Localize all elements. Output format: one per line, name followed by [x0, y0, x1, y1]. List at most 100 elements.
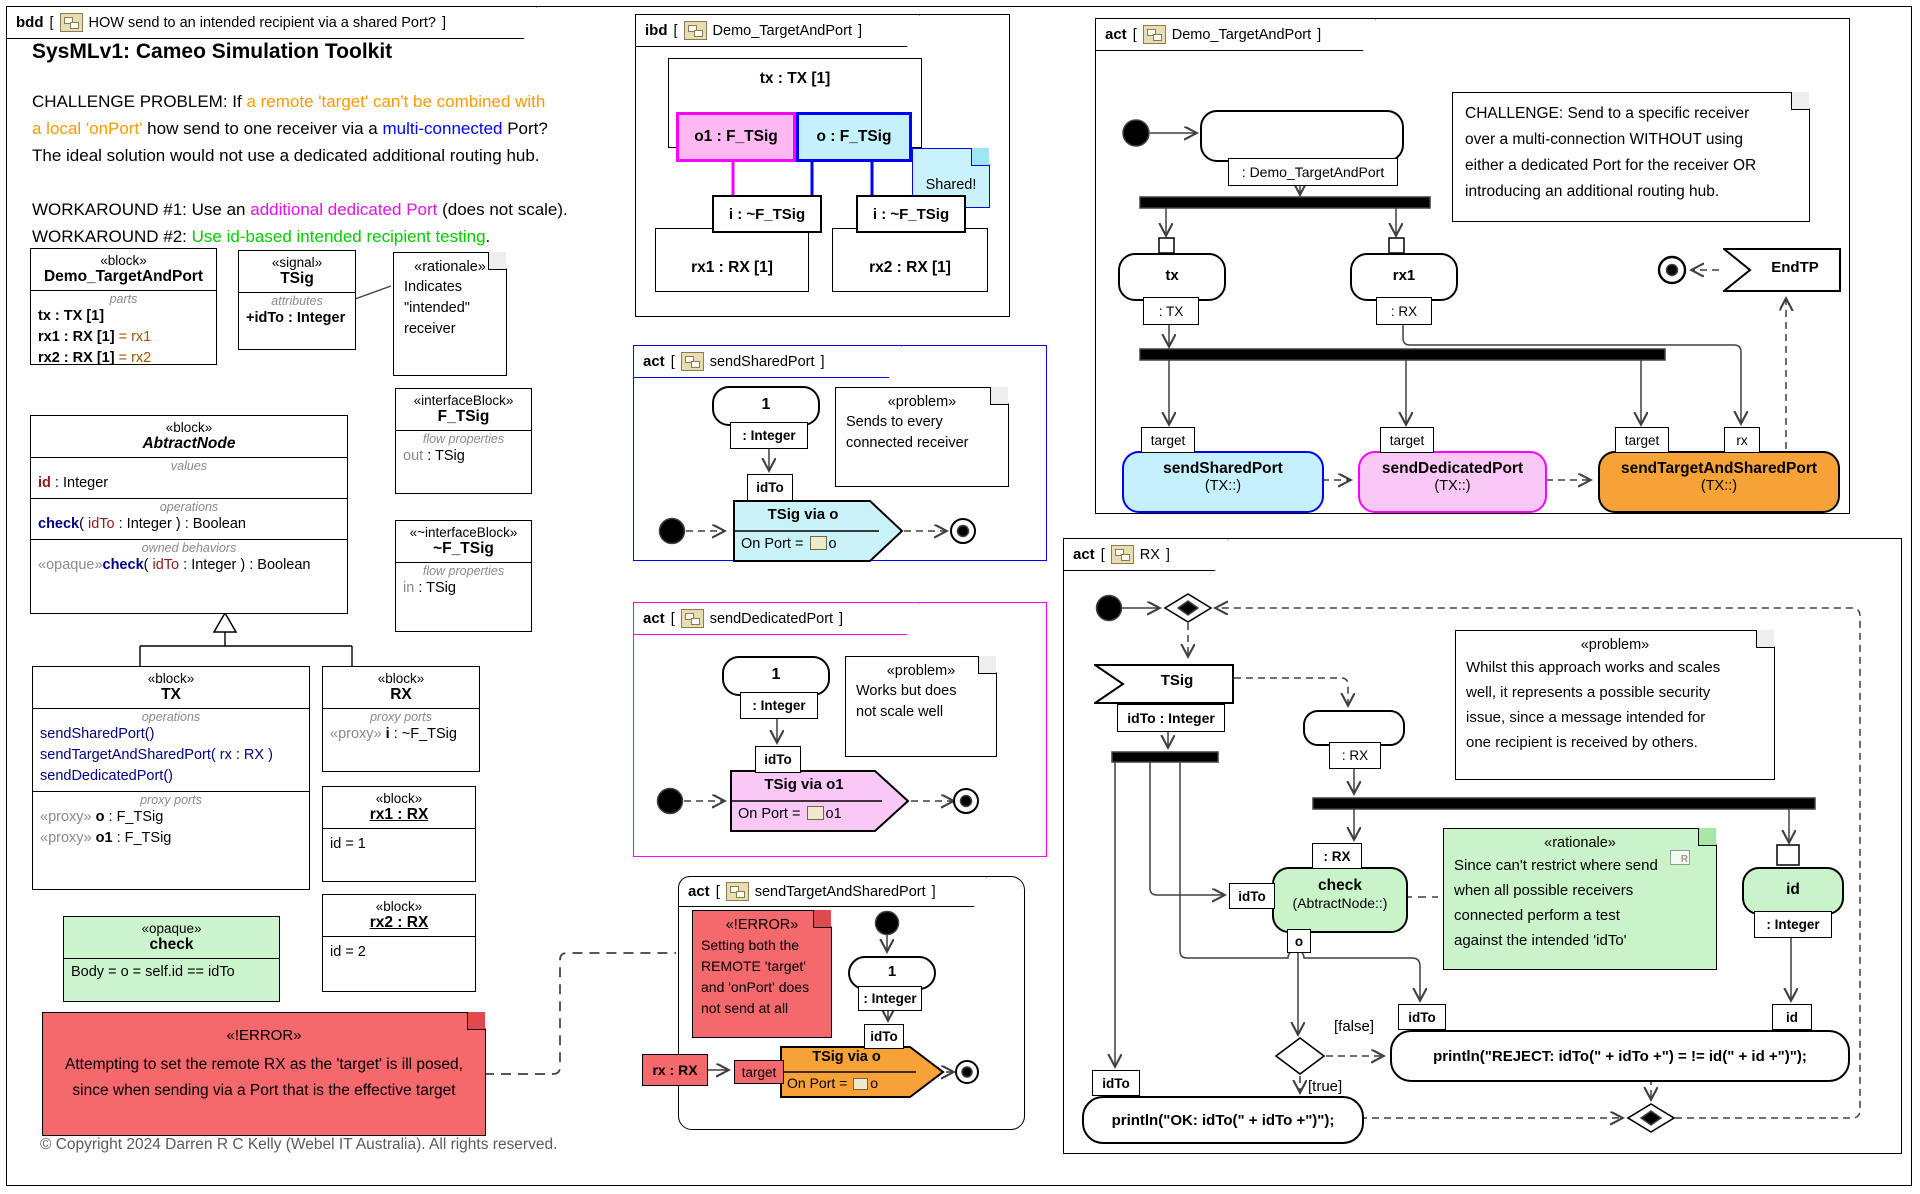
- pin-idto-check[interactable]: idTo: [1229, 883, 1275, 909]
- node-tx[interactable]: tx: [1118, 253, 1226, 301]
- action-name: sendTargetAndSharedPort: [1620, 460, 1818, 477]
- node-label: id: [1786, 881, 1800, 898]
- pin-target-2[interactable]: target: [1380, 427, 1434, 453]
- bracket: ]: [931, 883, 936, 900]
- stereotype: «opaque»: [141, 921, 202, 936]
- block-tx[interactable]: «block» TX operations sendSharedPort() s…: [32, 666, 310, 890]
- r-glyph: R: [1680, 854, 1688, 865]
- problem-note-dedicated[interactable]: «problem» Works but does not scale well: [845, 656, 997, 757]
- action-println-reject[interactable]: println("REJECT: idTo(" + idTo +") = != …: [1390, 1030, 1850, 1082]
- send-signal-tsig-via-o1[interactable]: TSig via o1 On Port = o1: [730, 770, 912, 832]
- block-abstractnode[interactable]: «block» AbtractNode values id : Integer …: [30, 415, 348, 614]
- act-sendsharedport-tab[interactable]: act [ sendSharedPort ]: [633, 345, 902, 378]
- ibd-part-rx2[interactable]: rx2 : RX [1]: [832, 228, 988, 292]
- block-demo-targetandport[interactable]: «block» Demo_TargetAndPort parts tx : TX…: [30, 248, 217, 366]
- pin-integer[interactable]: : Integer: [730, 422, 808, 449]
- behavior-stereotype: «opaque»: [38, 557, 103, 573]
- compartment-label: values: [170, 459, 208, 473]
- block-f-tsig[interactable]: «interfaceBlock» F_TSig flow properties …: [395, 388, 532, 494]
- pin-idto[interactable]: idTo: [747, 474, 793, 501]
- bdd-tab[interactable]: bdd [ HOW send to an intended recipient …: [6, 6, 537, 39]
- challenge-note[interactable]: CHALLENGE: Send to a specific receiver o…: [1452, 92, 1810, 222]
- pin-integer[interactable]: : Integer: [858, 986, 922, 1011]
- node-rx1[interactable]: rx1: [1350, 253, 1458, 301]
- block-name: Demo_TargetAndPort: [43, 268, 204, 285]
- bracket: ]: [857, 22, 862, 39]
- pin-integer-id[interactable]: : Integer: [1754, 911, 1832, 938]
- ibd-port-i-rx1[interactable]: i : ~F_TSig: [712, 195, 822, 233]
- rationale-note-small[interactable]: «rationale» Indicates "intended" receive…: [393, 252, 507, 376]
- problem-note-rx[interactable]: «problem» Whilst this approach works and…: [1455, 630, 1775, 780]
- node-rx-object[interactable]: [1303, 710, 1405, 746]
- problem-note-shared[interactable]: «problem» Sends to every connected recei…: [835, 387, 1009, 487]
- label-rx1-type[interactable]: : RX: [1376, 297, 1432, 325]
- part-label: rx2 : RX [1]: [869, 259, 951, 276]
- pin-target-1[interactable]: target: [1141, 427, 1195, 453]
- workaround1-text: WORKAROUND #1: Use an: [32, 200, 251, 219]
- action-sendtargetandsharedport[interactable]: sendTargetAndSharedPort (TX::): [1598, 451, 1840, 513]
- act-tab-title: RX: [1139, 546, 1160, 563]
- block-name: AbtractNode: [142, 435, 236, 452]
- endtp-signal[interactable]: EndTP: [1723, 248, 1841, 292]
- op-sendsharedport: sendSharedPort(): [40, 726, 155, 742]
- act-senddedicatedport-tab[interactable]: act [ sendDedicatedPort ]: [633, 602, 920, 635]
- label-demo-targetandport[interactable]: : Demo_TargetAndPort: [1228, 158, 1398, 186]
- pin-idto-ok[interactable]: idTo: [1092, 1070, 1140, 1096]
- ibd-port-o[interactable]: o : F_TSig: [796, 112, 912, 162]
- pin-idto-integer[interactable]: idTo : Integer: [1117, 704, 1225, 732]
- bdd-diagram-icon: [60, 13, 83, 32]
- error-note-target[interactable]: «!ERROR» Setting both the REMOTE 'target…: [692, 910, 832, 1038]
- send-signal-tsig-via-o[interactable]: TSig via o On Port = o: [733, 500, 905, 562]
- block-rx[interactable]: «block» RX proxy ports «proxy» i : ~F_TS…: [322, 666, 480, 772]
- note-fold: [813, 910, 831, 928]
- note-fold: [990, 387, 1008, 405]
- action-check[interactable]: check (AbtractNode::): [1272, 867, 1408, 933]
- act-demo-tab[interactable]: act [ Demo_TargetAndPort ]: [1095, 18, 1376, 51]
- pin-integer[interactable]: : Integer: [740, 692, 818, 719]
- block-rx2-instance[interactable]: «block» rx2 : RX id = 2: [322, 894, 476, 992]
- action-sendsharedport[interactable]: sendSharedPort (TX::): [1122, 451, 1324, 513]
- pin-target-3[interactable]: target: [1615, 427, 1669, 453]
- call-behavior-demo[interactable]: [1200, 110, 1404, 162]
- pin-o-check[interactable]: o: [1287, 929, 1311, 953]
- label-tx-type[interactable]: : TX: [1143, 297, 1199, 325]
- node-id[interactable]: id: [1742, 867, 1844, 915]
- pin-rx-check[interactable]: : RX: [1312, 843, 1362, 869]
- ibd-port-o1[interactable]: o1 : F_TSig: [676, 112, 796, 162]
- value-node-1[interactable]: 1: [712, 386, 820, 426]
- object-label: rx : RX: [652, 1062, 698, 1078]
- block-conjugate-f-tsig[interactable]: «~interfaceBlock» ~F_TSig flow propertie…: [395, 520, 532, 632]
- block-rx1-instance[interactable]: «block» rx1 : RX id = 1: [322, 786, 476, 882]
- value-node-1[interactable]: 1: [722, 656, 830, 696]
- error-note-main[interactable]: «!ERROR» Attempting to set the remote RX…: [42, 1012, 486, 1136]
- block-tsig[interactable]: «signal» TSig attributes +idTo : Integer: [238, 250, 356, 350]
- pin-idto-reject[interactable]: idTo: [1398, 1004, 1446, 1030]
- note-line: against the intended 'idTo': [1454, 932, 1627, 949]
- ibd-port-i-rx2[interactable]: i : ~F_TSig: [856, 195, 966, 233]
- label-rx-type[interactable]: : RX: [1329, 742, 1381, 769]
- action-println-ok[interactable]: println("OK: idTo(" + idTo +")");: [1082, 1096, 1364, 1144]
- value-node-1[interactable]: 1: [848, 956, 936, 990]
- pin-label: idTo: [870, 1029, 898, 1044]
- pin-idto[interactable]: idTo: [755, 746, 801, 773]
- rx-object-node[interactable]: rx : RX: [642, 1054, 708, 1086]
- action-name: sendSharedPort: [1163, 460, 1283, 477]
- act-rx-tab[interactable]: act [ RX ]: [1063, 538, 1228, 571]
- pin-target[interactable]: target: [734, 1060, 784, 1084]
- accept-event-tsig[interactable]: TSig: [1094, 664, 1234, 704]
- ibd-part-rx1[interactable]: rx1 : RX [1]: [655, 228, 809, 292]
- pin-idto[interactable]: idTo: [864, 1024, 904, 1049]
- action-senddedicatedport[interactable]: sendDedicatedPort (TX::): [1358, 451, 1547, 513]
- pin-id-reject[interactable]: id: [1772, 1004, 1812, 1030]
- note-fold: [978, 656, 996, 674]
- send-signal-tsig-via-o-target[interactable]: TSig via o On Port = o: [780, 1046, 948, 1098]
- ibd-tab[interactable]: ibd [ Demo_TargetAndPort ]: [635, 14, 920, 47]
- compartment-label: flow properties: [422, 564, 505, 578]
- bracket: ]: [1317, 26, 1322, 43]
- note-line: Attempting to set the remote RX as the '…: [65, 1056, 463, 1073]
- act-sendtargetandsharedport-tab[interactable]: act [ sendTargetAndSharedPort ]: [678, 876, 987, 907]
- pin-rx[interactable]: rx: [1724, 427, 1760, 453]
- workaround1-magenta: additional dedicated Port: [250, 200, 438, 219]
- opaque-check-box[interactable]: «opaque» check Body = o = self.id == idT…: [63, 916, 280, 1002]
